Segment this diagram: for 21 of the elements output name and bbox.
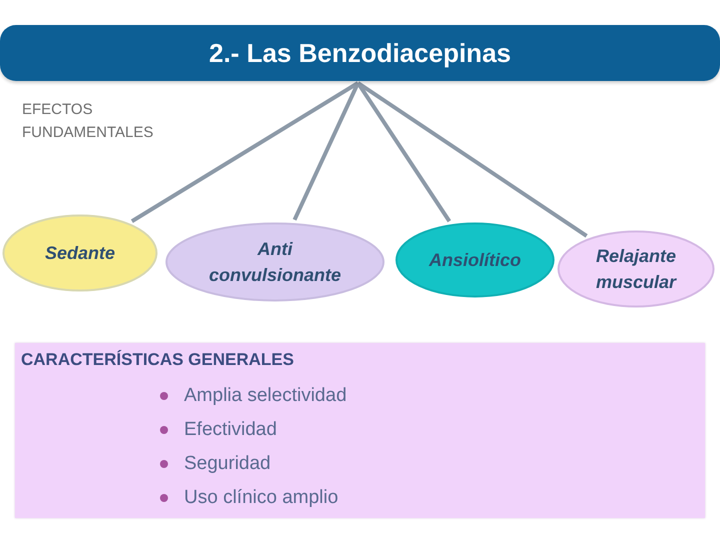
- panel-heading: CARACTERÍSTICAS GENERALES: [21, 350, 294, 370]
- ellipse-node: [165, 222, 385, 302]
- connector-line: [356, 82, 452, 222]
- connector-line: [292, 82, 360, 221]
- connector-line: [130, 81, 360, 223]
- node-label: Sedante: [44, 242, 116, 265]
- info-panel: [15, 343, 705, 518]
- list-item-text: Uso clínico amplio: [184, 487, 338, 509]
- node-label: Ansiolítico: [428, 248, 521, 272]
- section-label: EFECTOS FUNDAMENTALES: [22, 100, 154, 143]
- ellipse-node: [395, 222, 555, 298]
- list-item-text: Efectividad: [184, 419, 277, 441]
- title-bar: [0, 25, 720, 81]
- ellipse-node: [2, 214, 158, 292]
- list-item-text: Seguridad: [184, 453, 271, 475]
- connector-line: [356, 81, 588, 238]
- ellipse-node: [557, 230, 715, 308]
- node-label: Relajante muscular: [594, 244, 678, 294]
- title-text: 2.- Las Benzodiacepinas: [209, 38, 511, 68]
- node-label: Anti convulsionante: [208, 238, 342, 287]
- list-item-text: Amplia selectividad: [184, 385, 347, 407]
